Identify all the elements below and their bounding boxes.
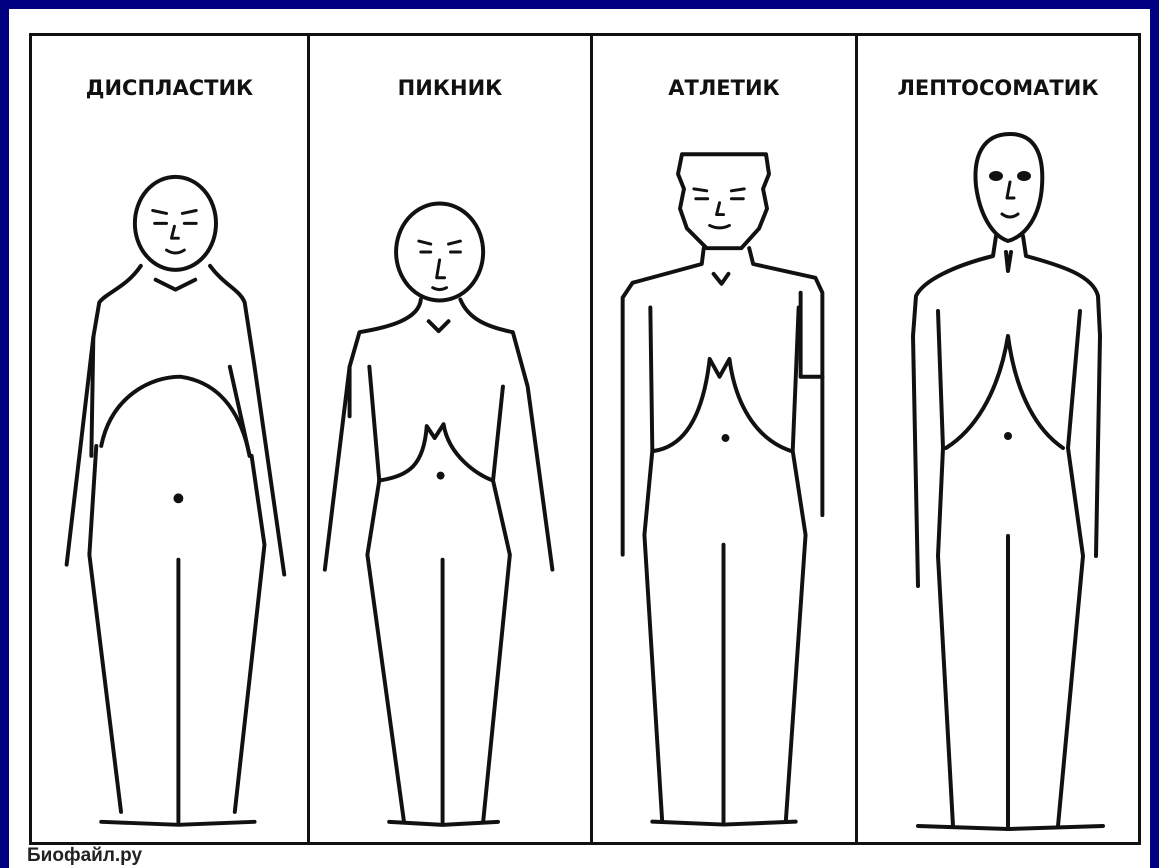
hips-leptosomatic (938, 311, 1083, 826)
slide-canvas: ДИСПЛАСТИК (9, 9, 1150, 868)
belly-pyknic (379, 424, 493, 480)
panel-pyknic: ПИКНИК (310, 36, 593, 842)
panel-athletic: АТЛЕТИК (593, 36, 858, 842)
panel-leptosomatic: ЛЕПТОСОМАТИК (858, 36, 1138, 842)
arm-athletic (801, 293, 823, 377)
collar-leptosomatic (1006, 252, 1011, 271)
face-dysplastic (153, 210, 197, 253)
body-types-figure: ДИСПЛАСТИК (29, 33, 1141, 845)
belly-leptosomatic (946, 336, 1063, 448)
figure-dysplastic (32, 36, 307, 842)
figure-pyknic (310, 36, 590, 842)
face-pyknic (419, 241, 461, 289)
head-athletic (678, 154, 769, 248)
navel-pyknic (437, 472, 445, 480)
face-athletic (694, 189, 744, 228)
face-leptosomatic (989, 171, 1031, 217)
collar-athletic (714, 274, 729, 284)
arms-dysplastic (91, 337, 249, 456)
figure-leptosomatic (858, 36, 1138, 842)
navel-leptosomatic (1004, 432, 1012, 440)
head-pyknic (396, 204, 483, 301)
torso-dysplastic (67, 266, 285, 575)
collar-dysplastic (156, 280, 196, 290)
navel-athletic (722, 434, 730, 442)
belly-dysplastic (101, 377, 249, 456)
feet-leptosomatic (918, 826, 1103, 829)
navel-dysplastic (173, 493, 183, 503)
head-dysplastic (135, 177, 216, 270)
collar-pyknic (429, 321, 449, 331)
figure-athletic (593, 36, 855, 842)
panel-dysplastic: ДИСПЛАСТИК (32, 36, 310, 842)
source-caption: Биофайл.ру (27, 845, 142, 867)
